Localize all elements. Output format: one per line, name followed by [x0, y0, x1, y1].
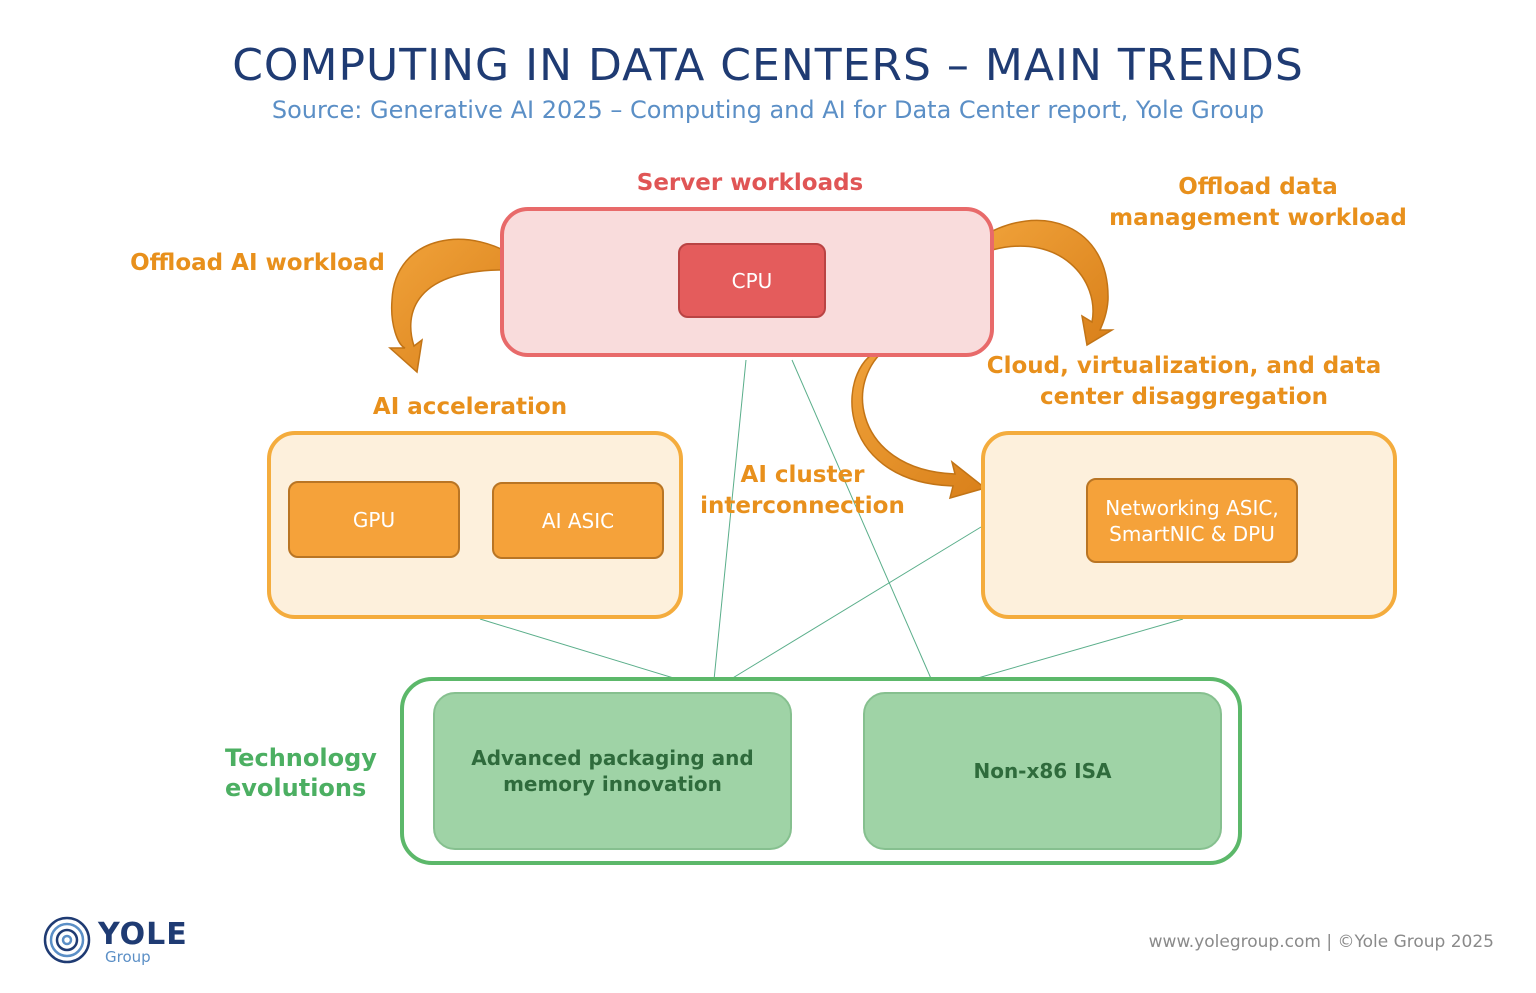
logo-subtext: Group: [105, 948, 151, 966]
ai-acceleration-label: AI acceleration: [372, 394, 568, 420]
cloud-label: Cloud, virtualization, and data center d…: [986, 353, 1382, 410]
ai-asic-block: AI ASIC: [492, 482, 664, 559]
ai-cluster-label: AI cluster interconnection: [700, 462, 905, 519]
gpu-block: GPU: [288, 481, 460, 558]
yole-logo-icon: [43, 916, 91, 964]
interconnect-lines: [479, 359, 1184, 691]
technology-evolutions-label: Technology evolutions: [225, 744, 377, 802]
networking-block: Networking ASIC, SmartNIC & DPU: [1086, 478, 1298, 563]
packaging-block: Advanced packaging and memory innovation: [433, 692, 792, 850]
page-subtitle: Source: Generative AI 2025 – Computing a…: [271, 96, 1265, 124]
line-cpu-isa: [791, 359, 937, 691]
offload-data-label: Offload data management workload: [1109, 174, 1407, 231]
logo-wordmark: YOLE: [98, 917, 188, 952]
footer-text: www.yolegroup.com | ©Yole Group 2025: [1148, 932, 1494, 952]
offload-ai-label: Offload AI workload: [130, 250, 385, 276]
page-title: COMPUTING IN DATA CENTERS – MAIN TRENDS: [232, 40, 1304, 91]
server-workloads-label: Server workloads: [636, 170, 864, 196]
offload-ai-arrow: [388, 238, 525, 374]
cloud-arrow: [851, 341, 987, 500]
cpu-block: CPU: [678, 243, 826, 318]
line-cpu-packaging: [712, 359, 747, 691]
line-net-packaging: [712, 526, 982, 691]
offload-data-arrow: [978, 219, 1115, 347]
non-x86-isa-block: Non-x86 ISA: [863, 692, 1222, 850]
